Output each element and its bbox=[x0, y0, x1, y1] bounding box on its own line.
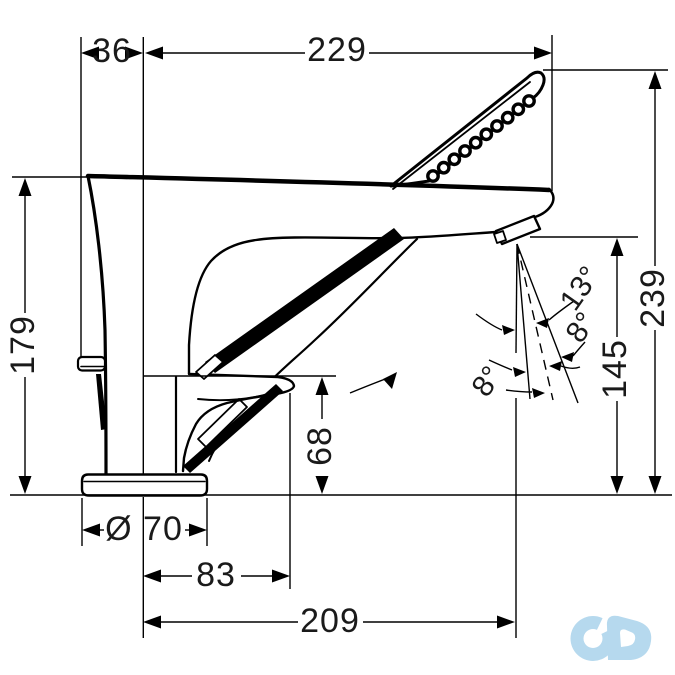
leader-8outer-tail bbox=[560, 365, 581, 369]
logo-d-hole bbox=[620, 629, 636, 647]
base-plate bbox=[80, 473, 209, 497]
dim-dia70: Ø 70 bbox=[82, 510, 207, 548]
watermark-logo bbox=[570, 609, 652, 661]
leader-8inner-label-arrow bbox=[532, 388, 545, 398]
dim-239-label: 239 bbox=[634, 268, 672, 328]
handle-inner-line bbox=[392, 81, 531, 190]
shelf-inner-lip bbox=[197, 392, 272, 402]
dim-229-label: 229 bbox=[307, 31, 367, 69]
spout-end-cap bbox=[533, 187, 555, 219]
left-edge-wedge bbox=[96, 374, 107, 430]
dim-83-label: 83 bbox=[196, 556, 236, 594]
under-shelf-line bbox=[208, 408, 253, 462]
leader-8outer bbox=[572, 341, 586, 357]
leader-8inner-label bbox=[505, 389, 533, 393]
dim-145-label: 145 bbox=[596, 339, 634, 399]
spout-underside-curve bbox=[187, 230, 498, 376]
faucet-artwork bbox=[76, 70, 555, 497]
dim-229: 229 bbox=[145, 31, 552, 69]
leader-13-right-arrow bbox=[536, 318, 549, 328]
leader-13-right bbox=[548, 300, 575, 321]
leader-13-left-arrow bbox=[502, 325, 515, 335]
spray-axis-dashed bbox=[516, 243, 554, 401]
body-right-contour bbox=[262, 237, 419, 390]
dim-36-label: 36 bbox=[92, 32, 132, 70]
dim-dia70-label: Ø 70 bbox=[105, 510, 183, 548]
dim-239: 239 bbox=[634, 71, 672, 494]
leader-8outer-arrow bbox=[561, 352, 574, 362]
leader-8inner-far bbox=[349, 377, 389, 394]
dim-179-label: 179 bbox=[4, 315, 42, 375]
leader-8inner-left-arrow bbox=[513, 367, 526, 377]
leader-8outer-arrow2 bbox=[549, 361, 562, 371]
dim-145: 145 bbox=[596, 238, 634, 494]
leader-8inner-far-arrow bbox=[383, 372, 397, 389]
spray-line-inner bbox=[516, 243, 531, 400]
angle-13-label: 13° bbox=[554, 261, 607, 317]
dim-68-label: 68 bbox=[301, 426, 339, 466]
under-shelf-band-highlight bbox=[197, 398, 248, 448]
left-tab bbox=[76, 355, 107, 372]
spray-ref-line bbox=[515, 243, 518, 354]
dim-36: 36 bbox=[81, 32, 143, 70]
dimension-annotations: 36 229 179 239 bbox=[4, 31, 672, 640]
aerator-detail bbox=[493, 230, 507, 244]
column-left-edge bbox=[86, 174, 108, 476]
dim-209-label: 209 bbox=[300, 602, 360, 640]
leader-8inner-left bbox=[488, 359, 513, 371]
dim-209: 209 bbox=[143, 602, 515, 640]
under-shelf-band bbox=[183, 384, 283, 473]
dim-83: 83 bbox=[143, 556, 290, 594]
handle-beads bbox=[426, 94, 536, 183]
band-end-highlight bbox=[195, 354, 224, 380]
dim-179: 179 bbox=[4, 178, 42, 494]
spout-top-edge bbox=[85, 173, 552, 193]
design-band bbox=[205, 228, 404, 373]
dim-68: 68 bbox=[301, 377, 339, 494]
leader-13-left bbox=[475, 313, 503, 331]
